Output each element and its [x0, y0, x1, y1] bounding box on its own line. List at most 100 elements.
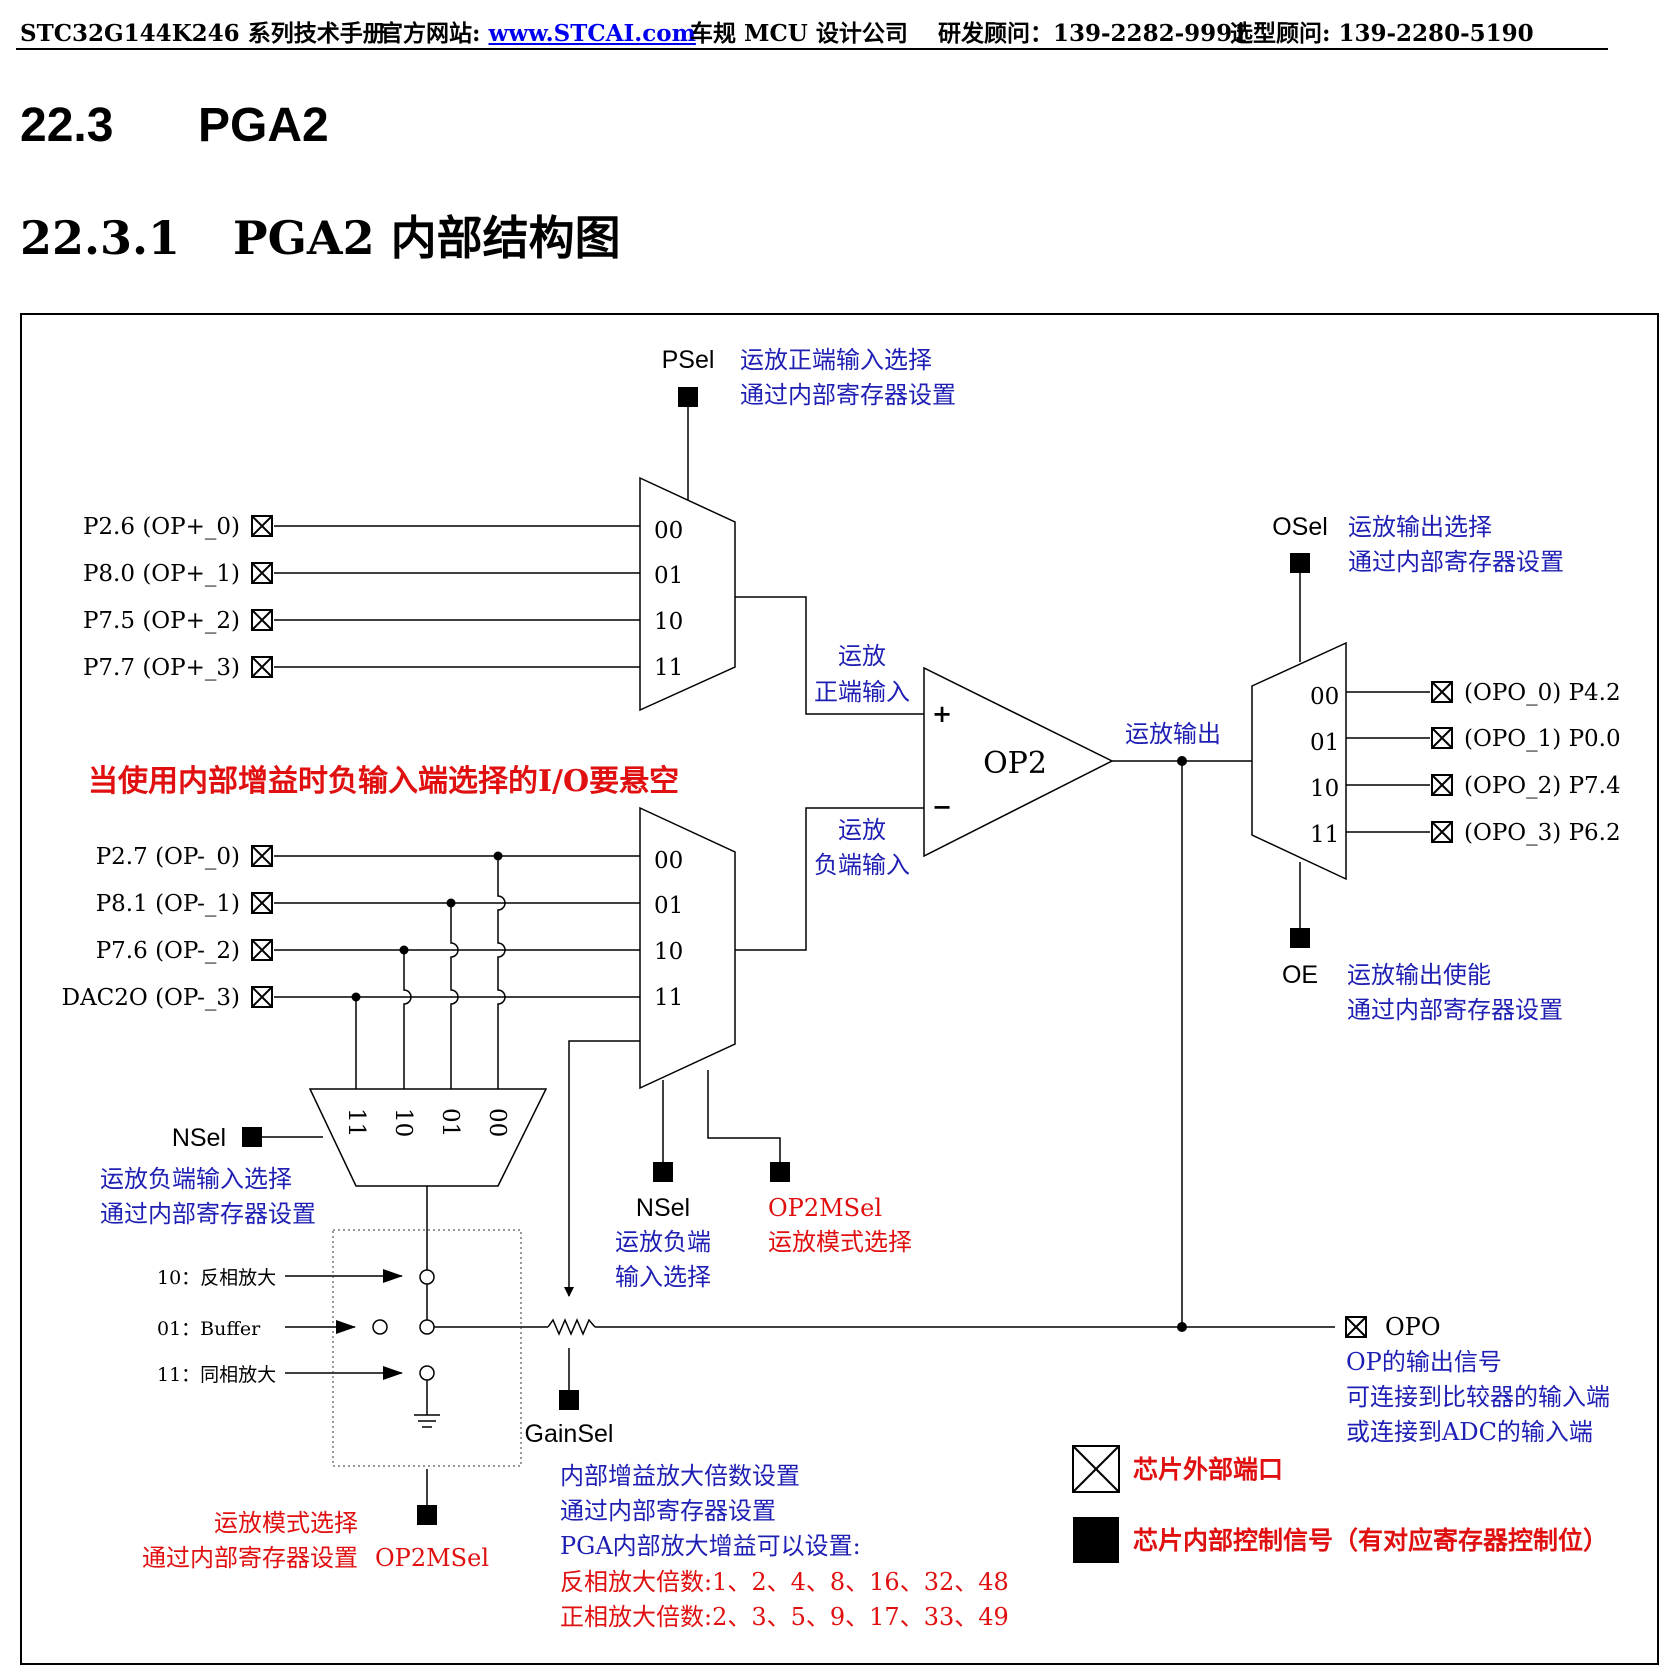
mode-contact-common: [419, 1319, 435, 1335]
osel-label: OSel: [1272, 513, 1328, 541]
nsel-input-mux: [308, 1088, 548, 1187]
company-tagline: 车规 MCU 设计公司: [690, 20, 908, 47]
output-mux: [1251, 641, 1347, 881]
internal-control-signals: [242, 387, 1310, 1563]
gainsel-desc-3: PGA内部放大增益可以设置:: [560, 1532, 861, 1560]
neg-code-2: 10: [654, 939, 683, 965]
nsel-left-desc-1: 运放负端输入选择: [100, 1165, 292, 1193]
gainsel-noninverting: 正相放大倍数:2、3、5、9、17、33、49: [560, 1603, 1009, 1631]
psel-desc-1: 运放正端输入选择: [740, 346, 932, 374]
mode-contact-inverting: [419, 1269, 435, 1285]
legend-internal-symbol: [1073, 1517, 1119, 1563]
port-p80: [251, 562, 273, 584]
nsel-mid-label: NSel: [636, 1194, 690, 1222]
pos-pin-1: P8.0 (OP+_1): [83, 561, 240, 587]
website: 官方网站: www.STCAI.com: [380, 14, 696, 48]
positive-input-mux: [639, 476, 736, 712]
port-p74: [1431, 774, 1453, 796]
legend-external-text: 芯片外部端口: [1133, 1455, 1283, 1484]
oe-control: [1290, 928, 1310, 948]
nsel-mid-desc-1: 运放负端: [615, 1228, 711, 1256]
out-code-2: 10: [1310, 776, 1339, 802]
negative-input-mux: [639, 806, 736, 1090]
legend-external-symbol: [1072, 1445, 1120, 1493]
header-rule: [16, 48, 1608, 50]
mode-bottom-desc-1: 运放模式选择: [214, 1509, 358, 1537]
neg-input-label-2: 负端输入: [814, 851, 910, 879]
pos-pin-2: P7.5 (OP+_2): [83, 608, 240, 634]
mode-bottom-label: OP2MSel: [375, 1544, 489, 1572]
pos-pin-0: P2.6 (OP+_0): [83, 514, 240, 540]
pos-code-0: 00: [654, 518, 683, 544]
floating-io-warning: 当使用内部增益时负输入端选择的I/O要悬空: [88, 764, 679, 799]
out-pin-1: (OPO_1) P0.0: [1464, 726, 1621, 752]
website-link[interactable]: www.STCAI.com: [488, 20, 696, 47]
nsel-mux-code-11: 11: [343, 1108, 369, 1137]
port-dac2o: [251, 986, 273, 1008]
op2-minus: −: [932, 792, 952, 821]
wires: [262, 407, 1430, 1505]
psel-control: [678, 387, 698, 407]
section-number: 22.3: [20, 99, 114, 152]
osel-control: [1290, 553, 1310, 573]
gainsel-desc-2: 通过内部寄存器设置: [560, 1497, 776, 1525]
mode-contact-noninverting: [419, 1365, 435, 1381]
neg-code-0: 00: [654, 848, 683, 874]
pos-input-label-1: 运放: [838, 642, 886, 670]
port-p62: [1431, 821, 1453, 843]
mode-buffer: 01：Buffer: [157, 1318, 261, 1340]
gainsel-inverting: 反相放大倍数:1、2、4、8、16、32、48: [560, 1568, 1009, 1596]
mode-inverting: 10：反相放大: [157, 1267, 276, 1289]
oe-label: OE: [1282, 961, 1318, 989]
neg-pin-0: P2.7 (OP-_0): [96, 844, 240, 870]
oe-desc-1: 运放输出使能: [1347, 961, 1491, 989]
op2-amplifier: [923, 666, 1114, 858]
nsel-mux-code-00: 00: [484, 1108, 510, 1137]
mode-switch-box: [332, 1229, 522, 1467]
op2msel-mid-control: [770, 1162, 790, 1182]
port-p42: [1431, 681, 1453, 703]
pos-code-2: 10: [654, 609, 683, 635]
osel-desc-2: 通过内部寄存器设置: [1348, 548, 1564, 576]
nsel-mid-desc-2: 输入选择: [615, 1263, 711, 1291]
manual-title: STC32G144K246 系列技术手册: [20, 20, 386, 47]
pos-code-1: 01: [654, 563, 683, 589]
neg-pin-1: P8.1 (OP-_1): [96, 891, 240, 917]
op2msel-mid-desc: 运放模式选择: [768, 1228, 912, 1256]
port-p00: [1431, 727, 1453, 749]
out-code-1: 01: [1310, 730, 1339, 756]
out-pin-0: (OPO_0) P4.2: [1464, 680, 1621, 706]
psel-desc-2: 通过内部寄存器设置: [740, 381, 956, 409]
nsel-mux-code-01: 01: [437, 1108, 463, 1137]
neg-code-3: 11: [654, 985, 683, 1011]
op2msel-mid-label: OP2MSel: [768, 1194, 882, 1222]
external-ports: [251, 515, 1453, 1493]
out-pin-3: (OPO_3) P6.2: [1464, 820, 1621, 846]
nsel-left-label: NSel: [172, 1124, 226, 1152]
legend-internal-text: 芯片内部控制信号（有对应寄存器控制位）: [1133, 1526, 1608, 1555]
psel-label: PSel: [662, 346, 715, 374]
out-code-0: 00: [1310, 684, 1339, 710]
port-p81: [251, 892, 273, 914]
nsel-mux-code-10: 10: [390, 1108, 416, 1137]
osel-desc-1: 运放输出选择: [1348, 513, 1492, 541]
oe-desc-2: 通过内部寄存器设置: [1347, 996, 1563, 1024]
subsection-title: PGA2 内部结构图: [233, 211, 621, 265]
junction-dots: [351, 756, 1187, 1332]
diagram-frame: [20, 313, 1659, 1665]
out-code-3: 11: [1310, 822, 1339, 848]
gainsel-control: [559, 1390, 579, 1410]
opo-label: OPO: [1385, 1313, 1441, 1341]
neg-code-1: 01: [654, 893, 683, 919]
pos-input-label-2: 正端输入: [814, 678, 910, 706]
op2-label: OP2: [983, 746, 1047, 781]
port-p75: [251, 609, 273, 631]
op-output-label: 运放输出: [1125, 720, 1221, 748]
nsel-left-control: [242, 1127, 262, 1147]
mode-noninverting: 11：同相放大: [157, 1364, 276, 1386]
gainsel-label: GainSel: [525, 1420, 614, 1448]
